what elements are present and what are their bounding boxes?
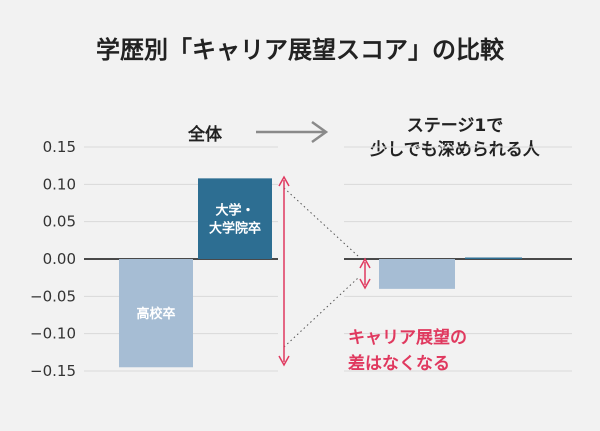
y-tick-label: −0.05 xyxy=(30,287,76,305)
bar-category-label: 大学院卒 xyxy=(209,221,261,237)
annotation-line1: キャリア展望の xyxy=(348,327,467,348)
panel-transition-arrow-icon xyxy=(256,120,329,144)
y-axis-ticks: 0.15 0.10 0.05 0.00 −0.05 −0.10 −0.15 xyxy=(30,138,76,380)
connector-dotted-lines xyxy=(283,187,359,348)
bar-panel1-high-school xyxy=(119,259,193,368)
panel-right-label-line2: 少しでも深められる人 xyxy=(369,139,540,160)
panel-right-label-line1: ステージ1で xyxy=(407,116,504,136)
gap-arrow-right-icon xyxy=(359,257,371,290)
gap-arrow-left-icon xyxy=(278,175,290,367)
grid-lines xyxy=(84,146,572,372)
y-tick-label: −0.15 xyxy=(30,362,76,380)
y-tick-label: −0.10 xyxy=(30,325,76,343)
bar-category-label: 大学・ xyxy=(215,203,254,219)
panel-left-label: 全体 xyxy=(187,124,223,145)
y-tick-label: 0.05 xyxy=(43,213,76,231)
bar-panel2-high-school xyxy=(379,259,455,289)
bar-panel2-university xyxy=(465,257,522,260)
bar-panel1-university xyxy=(198,178,272,259)
y-tick-label: 0.10 xyxy=(43,175,76,193)
y-tick-label: 0.00 xyxy=(43,250,76,268)
chart-title: 学歴別「キャリア展望スコア」の比較 xyxy=(96,36,505,64)
annotation-line2: 差はなくなる xyxy=(348,353,450,374)
y-tick-label: 0.15 xyxy=(43,138,76,156)
bars: 高校卒 大学・大学院卒 xyxy=(119,178,522,368)
bar-category-label: 高校卒 xyxy=(136,306,175,322)
